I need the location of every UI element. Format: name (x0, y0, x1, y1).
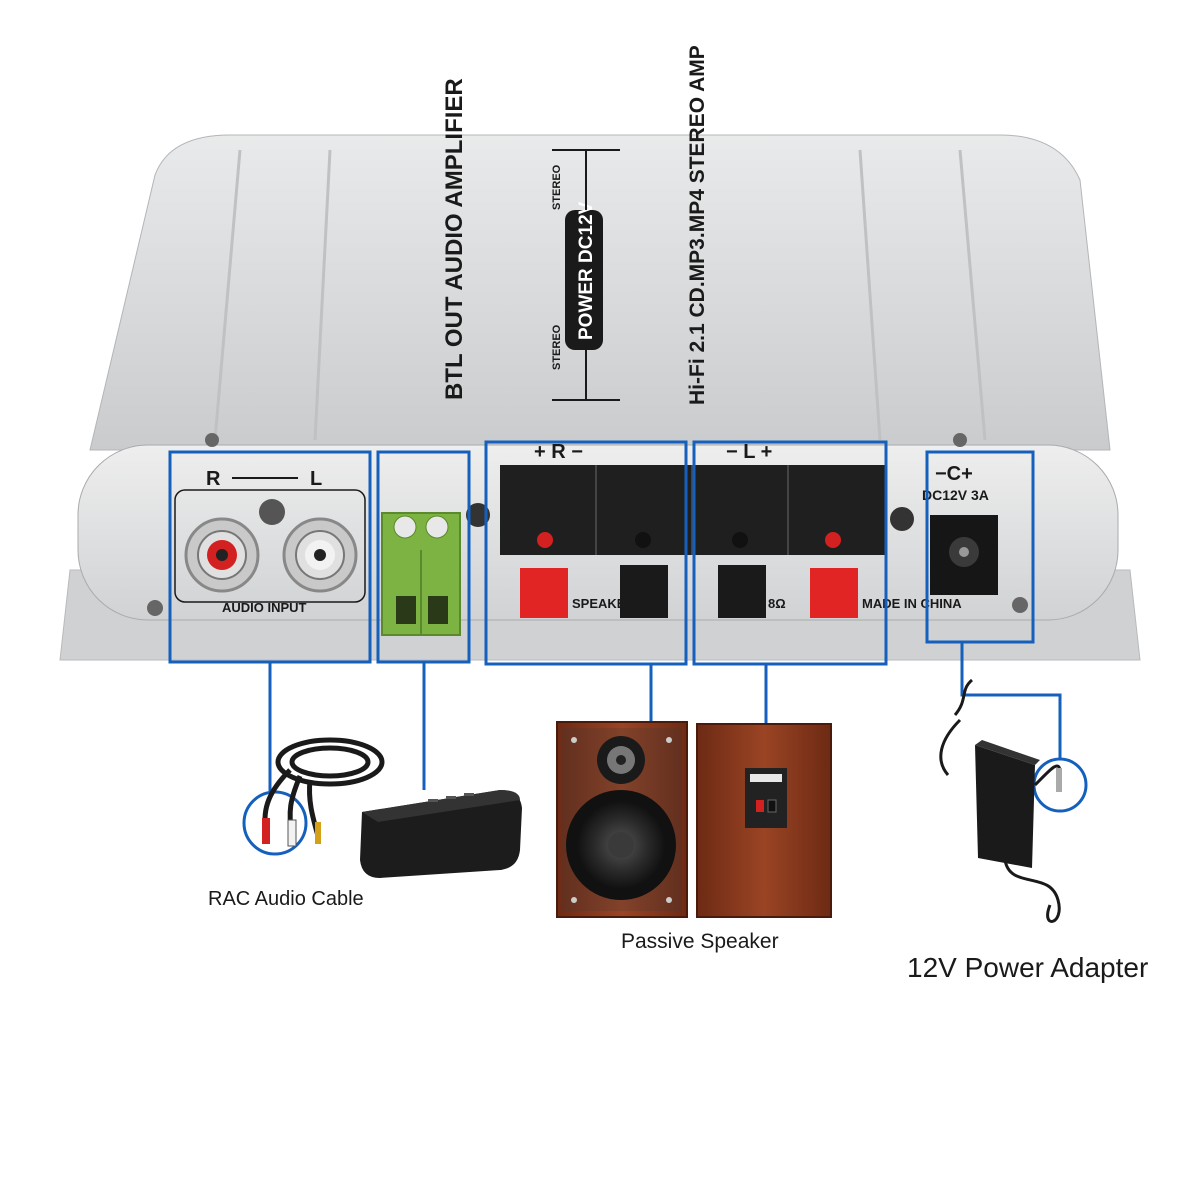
screw-icon (259, 499, 285, 525)
screw-icon (890, 507, 914, 531)
r-minus-clip-button[interactable] (620, 565, 668, 618)
ohm-label: 8Ω (768, 596, 786, 611)
rac-audio-cable-caption: RAC Audio Cable (208, 888, 364, 910)
screw-icon (147, 600, 163, 616)
passive-speaker-front-image (556, 721, 688, 918)
l-plus-clip-button[interactable] (810, 568, 858, 618)
passive-speaker-back-image (696, 723, 832, 918)
right-speaker-highlight (484, 440, 688, 666)
power-label: POWER DC12V (576, 201, 597, 340)
l-minus-clip-button[interactable] (718, 565, 766, 618)
r-plus-clip-button[interactable] (520, 568, 568, 618)
screw-icon (953, 433, 967, 447)
power-adapter-caption: 12V Power Adapter (907, 952, 1149, 983)
speaker-l-polarity-label: − L + (726, 441, 772, 463)
screw-icon (205, 433, 219, 447)
bluetooth-speaker-image (360, 790, 522, 878)
audio-input-label: AUDIO INPUT (222, 600, 307, 615)
dc-rating-label: DC12V 3A (922, 487, 989, 503)
stereo-left-label: STEREO (551, 324, 563, 370)
passive-speaker-caption: Passive Speaker (621, 930, 779, 953)
amplifier: BTL OUT AUDIO AMPLIFIER POWER DC12V STER… (59, 45, 1141, 661)
stereo-right-label: STEREO (551, 164, 563, 210)
rca-cable-image (262, 737, 385, 847)
made-in-label: MADE IN CHINA (862, 596, 962, 611)
dc-symbol-label: −C+ (935, 463, 973, 485)
input-r-label: R (206, 468, 221, 490)
top-title-label: BTL OUT AUDIO AMPLIFIER (441, 78, 468, 400)
screw-icon (1012, 597, 1028, 613)
screw-icon (466, 503, 490, 527)
speaker-text-label: SPEAKER (572, 596, 635, 611)
dc-jack-highlight (925, 450, 1035, 644)
speaker-r-polarity-label: + R − (534, 441, 583, 463)
speaker-graphic-icon (552, 149, 620, 401)
hifi-label: Hi-Fi 2.1 CD.MP3.MP4 STEREO AMP (686, 45, 709, 405)
input-l-label: L (310, 468, 322, 490)
left-speaker-highlight (692, 440, 888, 666)
power-adapter-image (939, 678, 1062, 923)
rca-plug-zoom-circle (242, 790, 308, 856)
